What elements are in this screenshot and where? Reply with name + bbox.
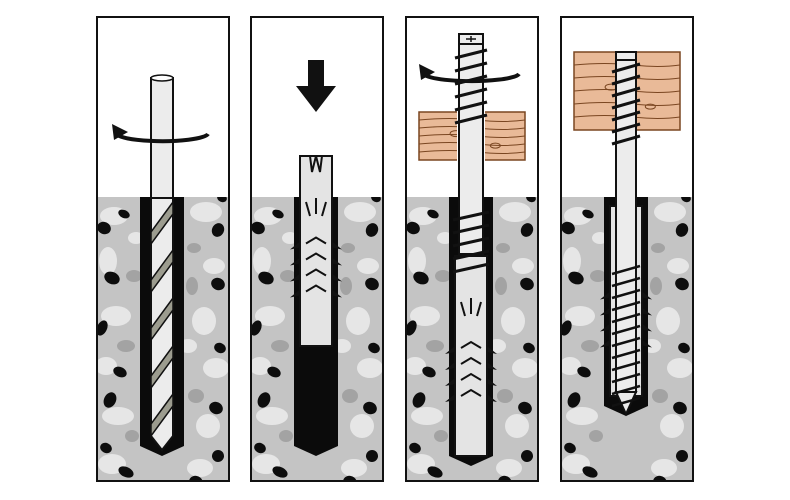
drill-bit-icon: [150, 74, 174, 452]
step-3-drive-screw-panel: [405, 16, 539, 482]
step-2-insert-plug-panel: [250, 16, 384, 482]
panel-frame: [405, 16, 539, 482]
panel-frame: [560, 16, 694, 482]
screw-icon: [611, 51, 641, 417]
screw-icon: [452, 33, 490, 274]
panel-frame: [250, 16, 384, 482]
down-arrow-icon: [296, 60, 336, 112]
panel-frame: [96, 16, 230, 482]
wall-plug-icon: [290, 155, 342, 347]
rotation-arrow-icon: [419, 64, 521, 84]
rotation-arrow-icon: [112, 124, 210, 144]
concrete-block: [560, 197, 694, 482]
step-1-drill-panel: [96, 16, 230, 482]
wall-plug-icon: [445, 255, 497, 457]
step-4-fixed-panel: [560, 16, 694, 482]
